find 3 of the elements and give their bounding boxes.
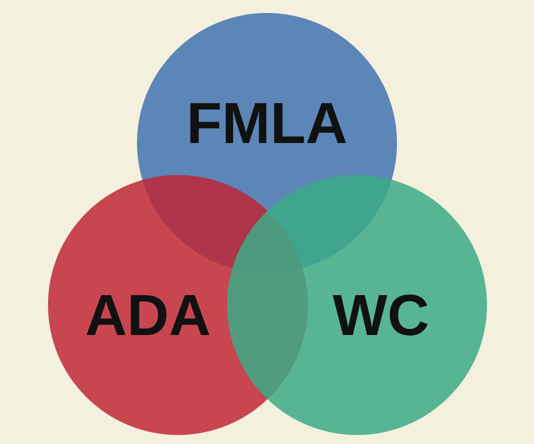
circle-label: WC (332, 282, 430, 348)
circle-label: FMLA (186, 90, 348, 156)
circle-label: ADA (85, 282, 211, 348)
